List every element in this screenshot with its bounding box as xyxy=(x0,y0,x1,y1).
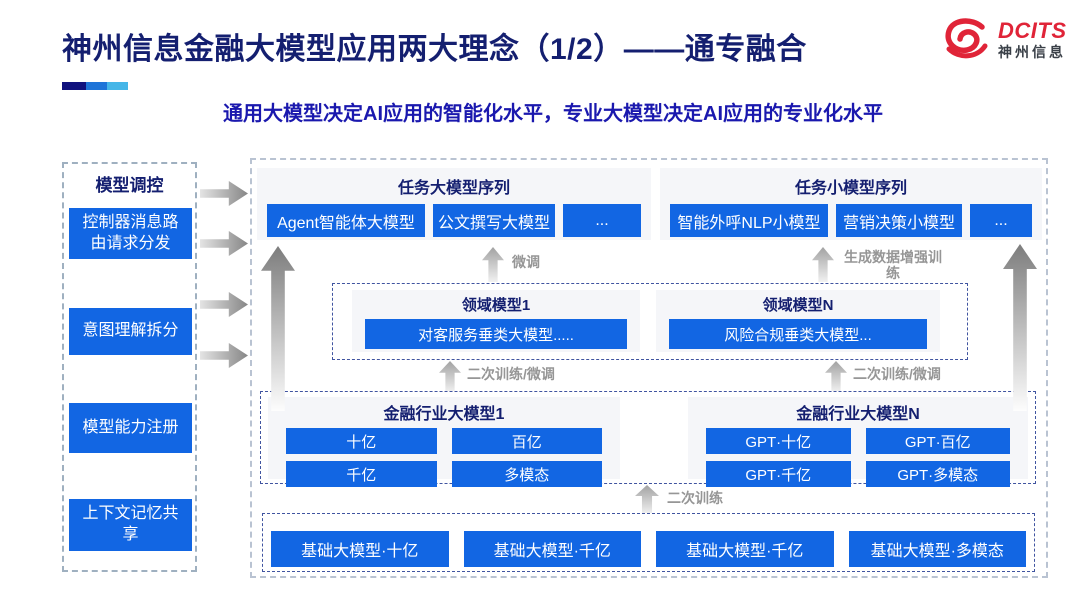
model-box-customer-service: 对客服务垂类大模型..... xyxy=(365,319,627,349)
industry-model-n-title: 金融行业大模型N xyxy=(796,406,920,423)
model-box-gpt-multimodal: GPT·多模态 xyxy=(865,461,1010,487)
domain-model-1-panel: 领域模型1 对客服务垂类大模型..... xyxy=(352,290,640,352)
sidebar-item-context: 上下文记忆共享 xyxy=(69,499,192,551)
model-box-hundred-billion: 千亿 xyxy=(286,461,437,487)
model-box-nlp-call: 智能外呼NLP小模型 xyxy=(670,204,828,237)
logo-text: DCITS xyxy=(998,17,1067,43)
sidebar-item-registry: 模型能力注册 xyxy=(69,403,192,453)
domain-model-n-panel: 领域模型N 风险合规垂类大模型... xyxy=(656,290,940,352)
model-box-gpt-hundred-billion: GPT·千亿 xyxy=(706,461,851,487)
sidebar-item-intent: 意图理解拆分 xyxy=(69,308,192,355)
model-box-base-hundred-billion-2: 基础大模型·千亿 xyxy=(656,531,834,567)
dcits-swirl-icon xyxy=(945,18,988,59)
title-accent-bar xyxy=(62,82,128,90)
model-box-base-billion: 基础大模型·十亿 xyxy=(271,531,449,567)
gen-data-train-label: 生成数据增强训练 xyxy=(844,249,942,282)
flow-right-arrow-icon xyxy=(200,343,248,368)
page-subtitle: 通用大模型决定AI应用的智能化水平，专业大模型决定AI应用的专业化水平 xyxy=(223,103,883,125)
model-box-marketing: 营销决策小模型 xyxy=(836,204,962,237)
model-box-agent: Agent智能体大模型 xyxy=(267,204,425,237)
task-small-model-panel: 任务小模型序列 智能外呼NLP小模型 营销决策小模型 ... xyxy=(660,168,1042,240)
flow-right-arrow-icon xyxy=(200,181,248,206)
domain-model-1-title: 领域模型1 xyxy=(461,297,531,314)
flow-right-arrow-icon xyxy=(200,292,248,317)
model-control-panel: 模型调控 控制器消息路由请求分发 意图理解拆分 模型能力注册 上下文记忆共享 xyxy=(62,162,197,572)
dcits-logo: DCITS 神州信息 xyxy=(941,18,1067,60)
task-large-model-panel: 任务大模型序列 Agent智能体大模型 公文撰写大模型 ... xyxy=(257,168,651,240)
model-box-gpt-ten-billion: GPT·百亿 xyxy=(865,428,1010,454)
task-large-title: 任务大模型序列 xyxy=(397,180,510,197)
industry-model-1-panel: 金融行业大模型1 十亿 百亿 千亿 多模态 xyxy=(268,397,620,487)
model-box-billion: 十亿 xyxy=(286,428,437,454)
industry-model-n-panel: 金融行业大模型N GPT·十亿 GPT·百亿 GPT·千亿 GPT·多模态 xyxy=(688,397,1028,487)
task-small-title: 任务小模型序列 xyxy=(794,180,907,197)
model-box-base-multimodal: 基础大模型·多模态 xyxy=(848,531,1026,567)
architecture-container xyxy=(250,158,1048,578)
domain-model-n-title: 领域模型N xyxy=(762,297,834,314)
base-model-container: 基础大模型·十亿 基础大模型·千亿 基础大模型·千亿 基础大模型·多模态 xyxy=(262,513,1035,572)
model-box-more: ... xyxy=(970,204,1032,237)
model-box-multimodal: 多模态 xyxy=(451,461,602,487)
model-box-more: ... xyxy=(563,204,641,237)
retrain-finetune-label: 二次训练/微调 xyxy=(853,366,941,382)
page-title: 神州信息金融大模型应用两大理念（1/2）——通专融合 xyxy=(62,33,807,66)
flow-right-arrow-icon xyxy=(200,231,248,256)
model-box-ten-billion: 百亿 xyxy=(451,428,602,454)
model-box-document: 公文撰写大模型 xyxy=(433,204,555,237)
sidebar-item-router: 控制器消息路由请求分发 xyxy=(69,208,192,259)
retrain-finetune-label: 二次训练/微调 xyxy=(467,366,555,382)
logo-subtext: 神州信息 xyxy=(998,43,1066,60)
model-box-base-hundred-billion: 基础大模型·千亿 xyxy=(463,531,641,567)
model-box-gpt-billion: GPT·十亿 xyxy=(706,428,851,454)
retrain-label: 二次训练 xyxy=(667,490,723,506)
model-control-title: 模型调控 xyxy=(95,176,164,195)
industry-model-1-title: 金融行业大模型1 xyxy=(383,406,505,423)
model-box-risk-compliance: 风险合规垂类大模型... xyxy=(669,319,927,349)
finetune-label: 微调 xyxy=(512,254,540,270)
